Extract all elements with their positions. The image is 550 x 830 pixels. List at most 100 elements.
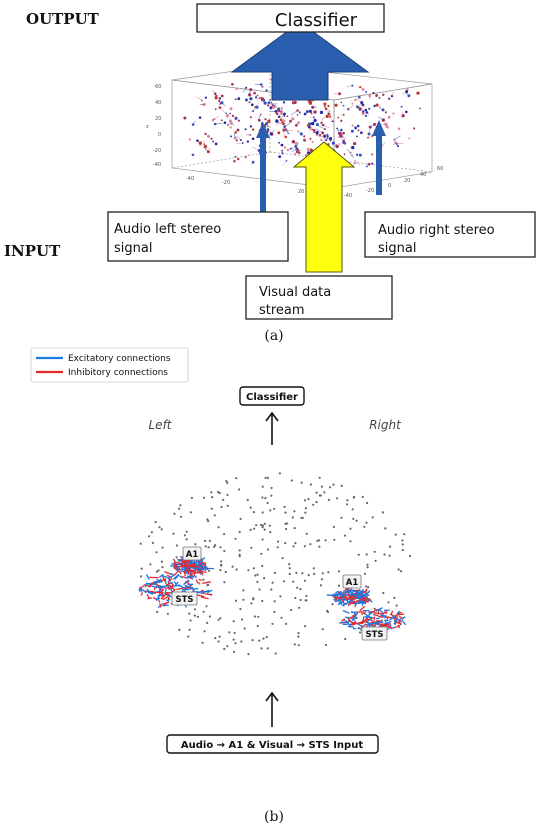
neuron-point <box>383 553 386 556</box>
neuron-point <box>256 573 259 576</box>
neuron-point <box>261 485 264 488</box>
connection-segment <box>359 605 366 612</box>
neuron-point <box>222 498 225 501</box>
lattice-neuron <box>340 119 343 122</box>
neuron-point <box>373 607 376 611</box>
connection-segment <box>145 574 150 580</box>
connection-segment <box>354 590 364 596</box>
neuron-point <box>343 534 346 537</box>
neuron-point <box>255 524 258 527</box>
lattice-connection <box>282 129 287 133</box>
lattice-neuron <box>237 119 240 122</box>
neuron-point <box>149 563 152 566</box>
neuron-point <box>263 528 266 531</box>
lattice-neuron <box>315 131 319 135</box>
neuron-point <box>208 615 211 618</box>
lattice-neuron <box>283 114 286 117</box>
lattice-connection <box>348 104 354 110</box>
lattice-neuron <box>299 132 303 136</box>
connection-segment <box>170 588 173 593</box>
connection-segment <box>366 618 372 623</box>
neuron-point <box>300 481 303 484</box>
lattice-neuron <box>295 123 298 127</box>
lattice-connection <box>267 102 272 106</box>
lattice-connection <box>220 108 227 114</box>
neuron-point <box>374 559 377 562</box>
neuron-point <box>178 628 181 632</box>
connection-segment <box>393 616 399 621</box>
neuron-point <box>261 511 264 514</box>
neuron-point <box>207 569 211 572</box>
lattice-connection <box>196 96 202 101</box>
neuron-point <box>223 549 226 553</box>
connection-segment <box>178 567 182 571</box>
neuron-point <box>157 569 160 572</box>
neuron-point <box>319 494 322 497</box>
region-label-left-sts: STS <box>171 591 198 606</box>
lattice-connection <box>212 89 216 94</box>
connection-segment <box>195 563 200 567</box>
neuron-point <box>304 507 307 510</box>
neuron-point <box>294 596 297 600</box>
caption-b: (b) <box>264 809 284 825</box>
connection-segment <box>176 587 185 591</box>
lattice-neuron <box>286 115 289 118</box>
lattice-connection <box>284 122 291 128</box>
neuron-point <box>262 637 265 640</box>
lattice-neuron <box>313 110 317 114</box>
neuron-point <box>280 616 283 619</box>
neuron-point <box>331 603 334 606</box>
neuron-point <box>332 525 335 529</box>
neuron-point <box>408 554 412 558</box>
neuron-point <box>239 607 242 611</box>
neuron-point <box>299 588 302 591</box>
lattice-neuron <box>378 106 382 109</box>
neuron-point <box>219 546 222 549</box>
connection-segment <box>191 563 196 566</box>
neuron-point <box>315 501 318 504</box>
z-tick-3: 0 <box>158 132 161 138</box>
lattice-neuron <box>361 103 365 107</box>
neuron-point <box>349 540 352 543</box>
connection-segment <box>361 620 367 624</box>
neuron-point <box>371 516 374 519</box>
neuron-point <box>203 496 206 499</box>
lattice-connection <box>346 85 353 88</box>
connection-segment <box>326 594 335 597</box>
connection-segment <box>354 604 357 608</box>
z-axis-label: z <box>146 124 149 130</box>
neuron-point <box>288 563 291 566</box>
lattice-neuron <box>371 162 374 165</box>
neuron-point <box>273 610 276 614</box>
neuron-point <box>298 606 301 609</box>
neuron-point <box>388 554 391 557</box>
lattice-neuron <box>265 89 268 92</box>
connection-segment <box>138 588 141 592</box>
lattice-connection <box>328 110 331 114</box>
neuron-point <box>193 614 196 617</box>
connection-segment <box>334 596 342 599</box>
neuron-point <box>285 527 288 531</box>
lattice-connection <box>242 87 247 93</box>
input-label-b: Audio → A1 & Visual → STS Input <box>181 740 363 751</box>
connection-segment <box>158 585 168 588</box>
neuron-point <box>196 615 199 618</box>
neuron-point <box>365 521 368 524</box>
connection-segment <box>347 625 355 628</box>
lattice-neuron <box>231 82 234 86</box>
neuron-point <box>214 544 217 547</box>
neuron-point <box>201 641 204 644</box>
y-tick-0: 60 <box>437 166 443 172</box>
lattice-neuron <box>356 105 359 108</box>
neuron-point <box>223 533 226 536</box>
lattice-neuron <box>350 129 354 133</box>
neuron-point <box>283 505 286 508</box>
neuron-point <box>323 491 326 494</box>
lattice-connection <box>377 116 384 121</box>
neuron-point <box>238 530 241 534</box>
neuron-point <box>220 560 223 563</box>
neuron-point <box>290 608 293 612</box>
neuron-point <box>401 548 404 552</box>
lattice-neuron <box>303 112 307 116</box>
lattice-neuron <box>353 142 357 146</box>
